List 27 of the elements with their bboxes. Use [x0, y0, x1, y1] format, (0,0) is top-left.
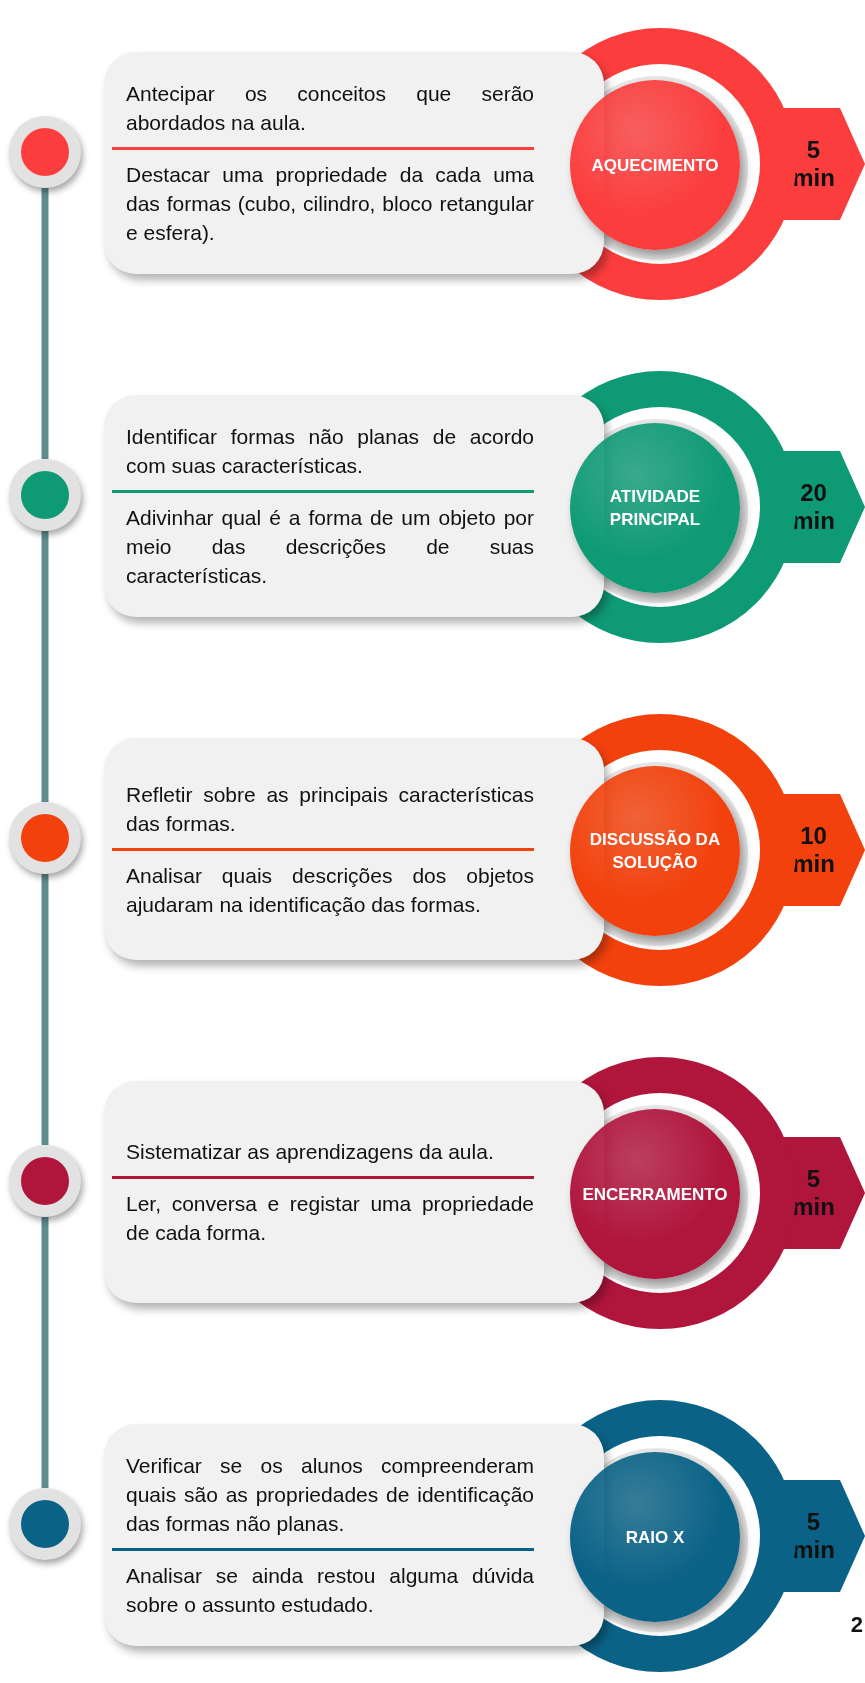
card-text: Verificar se os alunos compreenderam quais são as propriedades de identificação das formas não planas.	[126, 1453, 534, 1537]
card-text: Identificar formas não planas de acordo com suas características.	[126, 424, 534, 479]
page-number: 2	[850, 1612, 863, 1638]
stage-name: DISCUSSÃO DA SOLUÇÃO	[588, 829, 722, 874]
timeline-line	[41, 531, 49, 802]
stage-name: RAIO X	[625, 1526, 685, 1549]
timeline-dot	[9, 116, 81, 188]
card-text: Adivinhar qual é a forma de um objeto por meio das descrições de suas características.	[126, 505, 534, 589]
timeline-dot	[9, 1145, 81, 1217]
stage-name: ENCERRAMENTO	[582, 1183, 728, 1206]
timeline-line	[41, 188, 49, 459]
card-text: Analisar se ainda restou alguma dúvida sobre o assunto estudado.	[126, 1563, 534, 1618]
timeline-dot	[9, 802, 81, 874]
step-card	[104, 1424, 604, 1646]
stage-name: AQUECIMENTO	[591, 154, 719, 177]
timeline-dot	[9, 459, 81, 531]
timeline-dot	[9, 1488, 81, 1560]
stage-name: ATIVIDADE PRINCIPAL	[608, 486, 702, 531]
step-card	[104, 395, 604, 617]
timeline-line	[41, 1217, 49, 1488]
card-text: Destacar uma propriedade da cada uma das formas (cubo, cilindro, bloco retangular e esfera).	[126, 162, 534, 246]
card-text: Sistematizar as aprendizagens da aula.	[126, 1139, 495, 1165]
card-text: Refletir sobre as principais características das formas.	[126, 781, 534, 837]
card-text: Ler, conversa e registar uma propriedade de cada forma.	[126, 1191, 534, 1246]
card-text: Analisar quais descrições dos objetos ajudaram na identificação das formas.	[126, 862, 534, 918]
timeline-line	[41, 874, 49, 1145]
card-text: Antecipar os conceitos que serão abordados na aula.	[126, 81, 534, 136]
